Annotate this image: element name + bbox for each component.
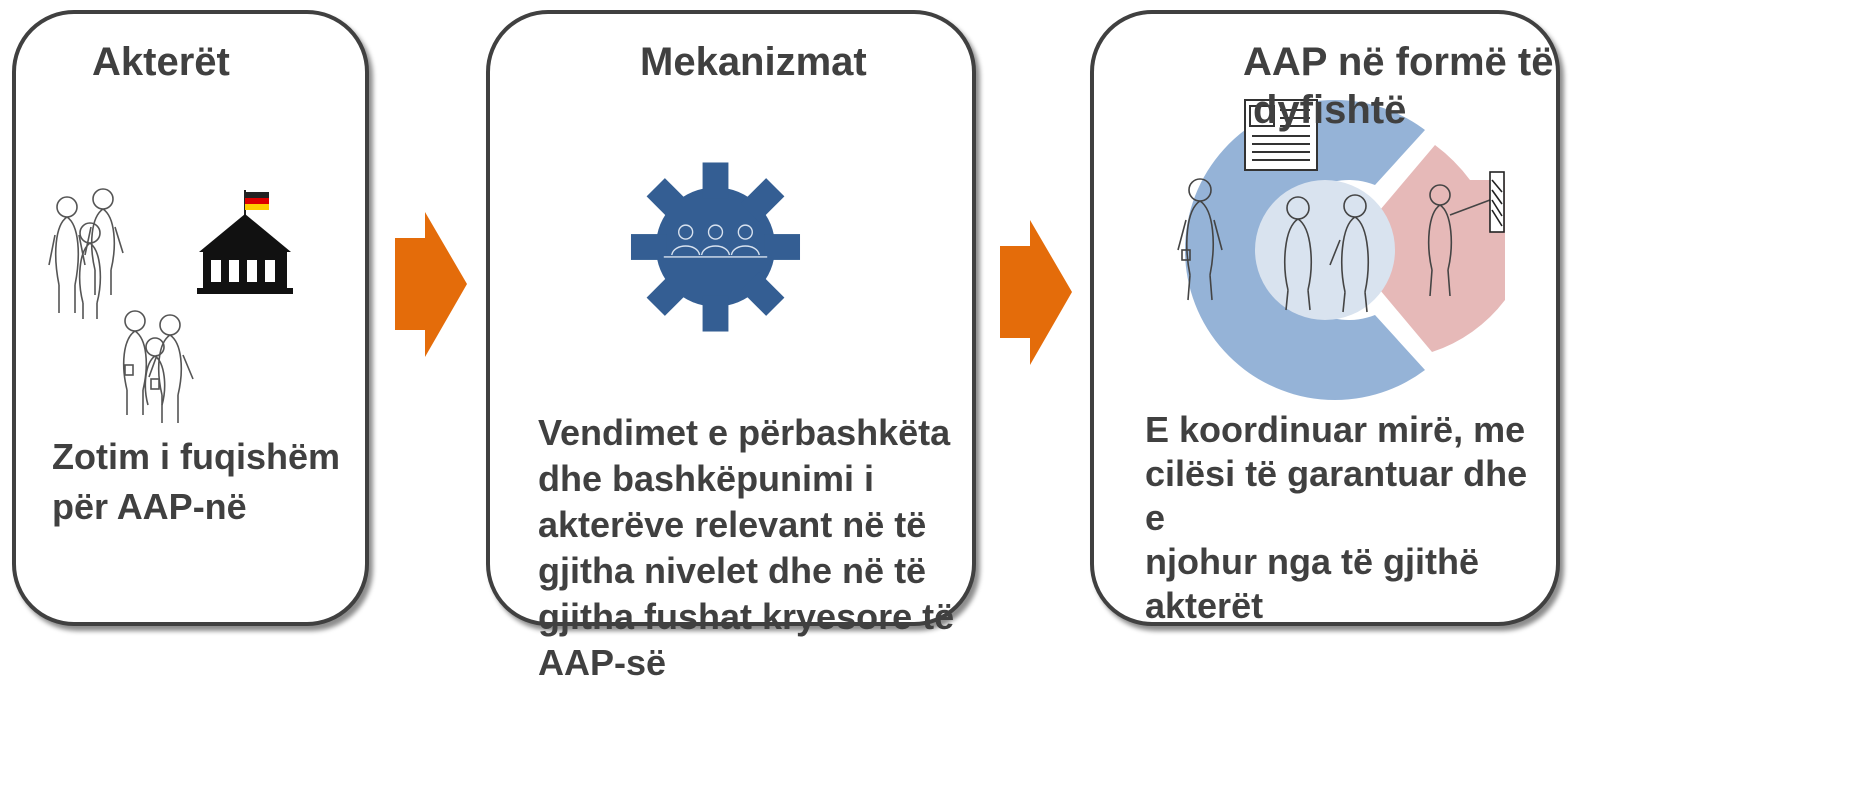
people-sketch-icon bbox=[122, 310, 194, 423]
german-flag-icon bbox=[244, 190, 269, 218]
text-line: Vendimet e përbashkëta bbox=[538, 412, 951, 453]
panel-mechanisms-title: Mekanizmat bbox=[640, 40, 867, 84]
panel-mechanisms-text: Vendimet e përbashkëta dhe bashkëpunimi … bbox=[538, 410, 978, 686]
text-line: dhe bashkëpunimi i bbox=[538, 458, 875, 499]
text-line: AAP-së bbox=[538, 642, 667, 683]
panel-actors-text: Zotim i fuqishëm për AAP-në bbox=[52, 432, 362, 532]
text-line: akterëve relevant në të bbox=[538, 504, 927, 545]
gear-meeting-icon bbox=[630, 162, 801, 332]
people-sketch-icon bbox=[48, 188, 124, 319]
panel-mechanisms bbox=[486, 10, 976, 626]
arrow-right-icon bbox=[395, 212, 467, 357]
title-line: AAP në formë të bbox=[1243, 40, 1554, 84]
teacher-sketch-icon bbox=[1427, 171, 1505, 297]
text-line: cilësi të garantuar dhe e bbox=[1145, 453, 1528, 538]
panel-aap-title: AAP në formë të dyfishtë bbox=[1243, 38, 1553, 134]
government-building-icon bbox=[197, 190, 293, 294]
aap-donut-graphic bbox=[1177, 99, 1505, 400]
panel-actors-title: Akterët bbox=[92, 40, 230, 84]
text-line: E koordinuar mirë, me bbox=[1145, 409, 1526, 450]
text-line: Zotim i fuqishëm bbox=[52, 436, 340, 477]
panel-aap-text: E koordinuar mirë, me cilësi të garantua… bbox=[1145, 408, 1555, 628]
text-line: gjitha nivelet dhe në të bbox=[538, 550, 927, 591]
text-line: njohur nga të gjithë bbox=[1145, 541, 1479, 582]
arrow-right-icon bbox=[1000, 220, 1072, 365]
text-line: akterët bbox=[1145, 585, 1264, 626]
panel-actors bbox=[12, 10, 369, 626]
text-line: për AAP-në bbox=[52, 486, 247, 527]
title-line: dyfishtë bbox=[1253, 88, 1407, 132]
text-line: gjitha fushat kryesore të bbox=[538, 596, 955, 637]
newspaper-icon bbox=[1244, 99, 1318, 171]
